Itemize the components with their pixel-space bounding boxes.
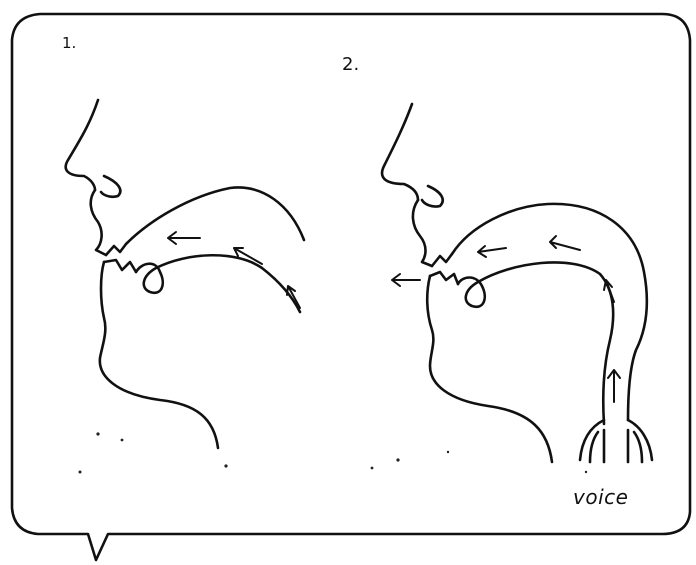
panel-2-nose <box>382 104 418 200</box>
panel-2-chin <box>427 276 552 462</box>
panel-1-palate <box>126 187 304 244</box>
panel-2-arrow-pharynx <box>604 280 614 302</box>
panel-1-label: 1. <box>62 36 76 51</box>
panel-2-label: 2. <box>342 56 359 74</box>
panel-2-palate-throat <box>452 204 647 420</box>
panel-2-airflow-arrows <box>392 236 620 402</box>
panel-2-arrow-palate <box>550 236 580 250</box>
panel-2-upper-lip <box>413 200 432 266</box>
voice-label: voice <box>573 487 628 507</box>
panel-1-arrow-front <box>168 232 200 244</box>
panel-2-upper-teeth <box>432 254 452 266</box>
panel-2-arrow-larynx <box>608 370 620 402</box>
bubble-frame <box>12 14 690 560</box>
panel-1-tongue <box>136 255 300 312</box>
panel-1-airflow-arrows <box>168 232 300 308</box>
panel-2-arrow-mouth <box>478 246 506 257</box>
panel-2-vocal-folds <box>580 420 652 462</box>
panel-2-lower-lip <box>430 272 458 284</box>
panel-2-arrow-exit <box>392 274 420 286</box>
panel-2-nostril <box>422 186 443 207</box>
panel-1-upper-teeth <box>106 244 126 255</box>
panel-1-lower-lip <box>104 260 136 272</box>
panel-1-arrow-back <box>287 286 300 308</box>
panel-1-nostril <box>101 176 120 197</box>
panel-2-tongue <box>458 262 613 424</box>
paper-speckles <box>79 432 588 473</box>
panel-2-profile <box>382 104 652 462</box>
panel-1-profile <box>66 100 304 448</box>
panel-1-nose <box>66 100 98 190</box>
panel-1-upper-lip <box>91 190 106 255</box>
panel-1-chin <box>100 262 218 448</box>
